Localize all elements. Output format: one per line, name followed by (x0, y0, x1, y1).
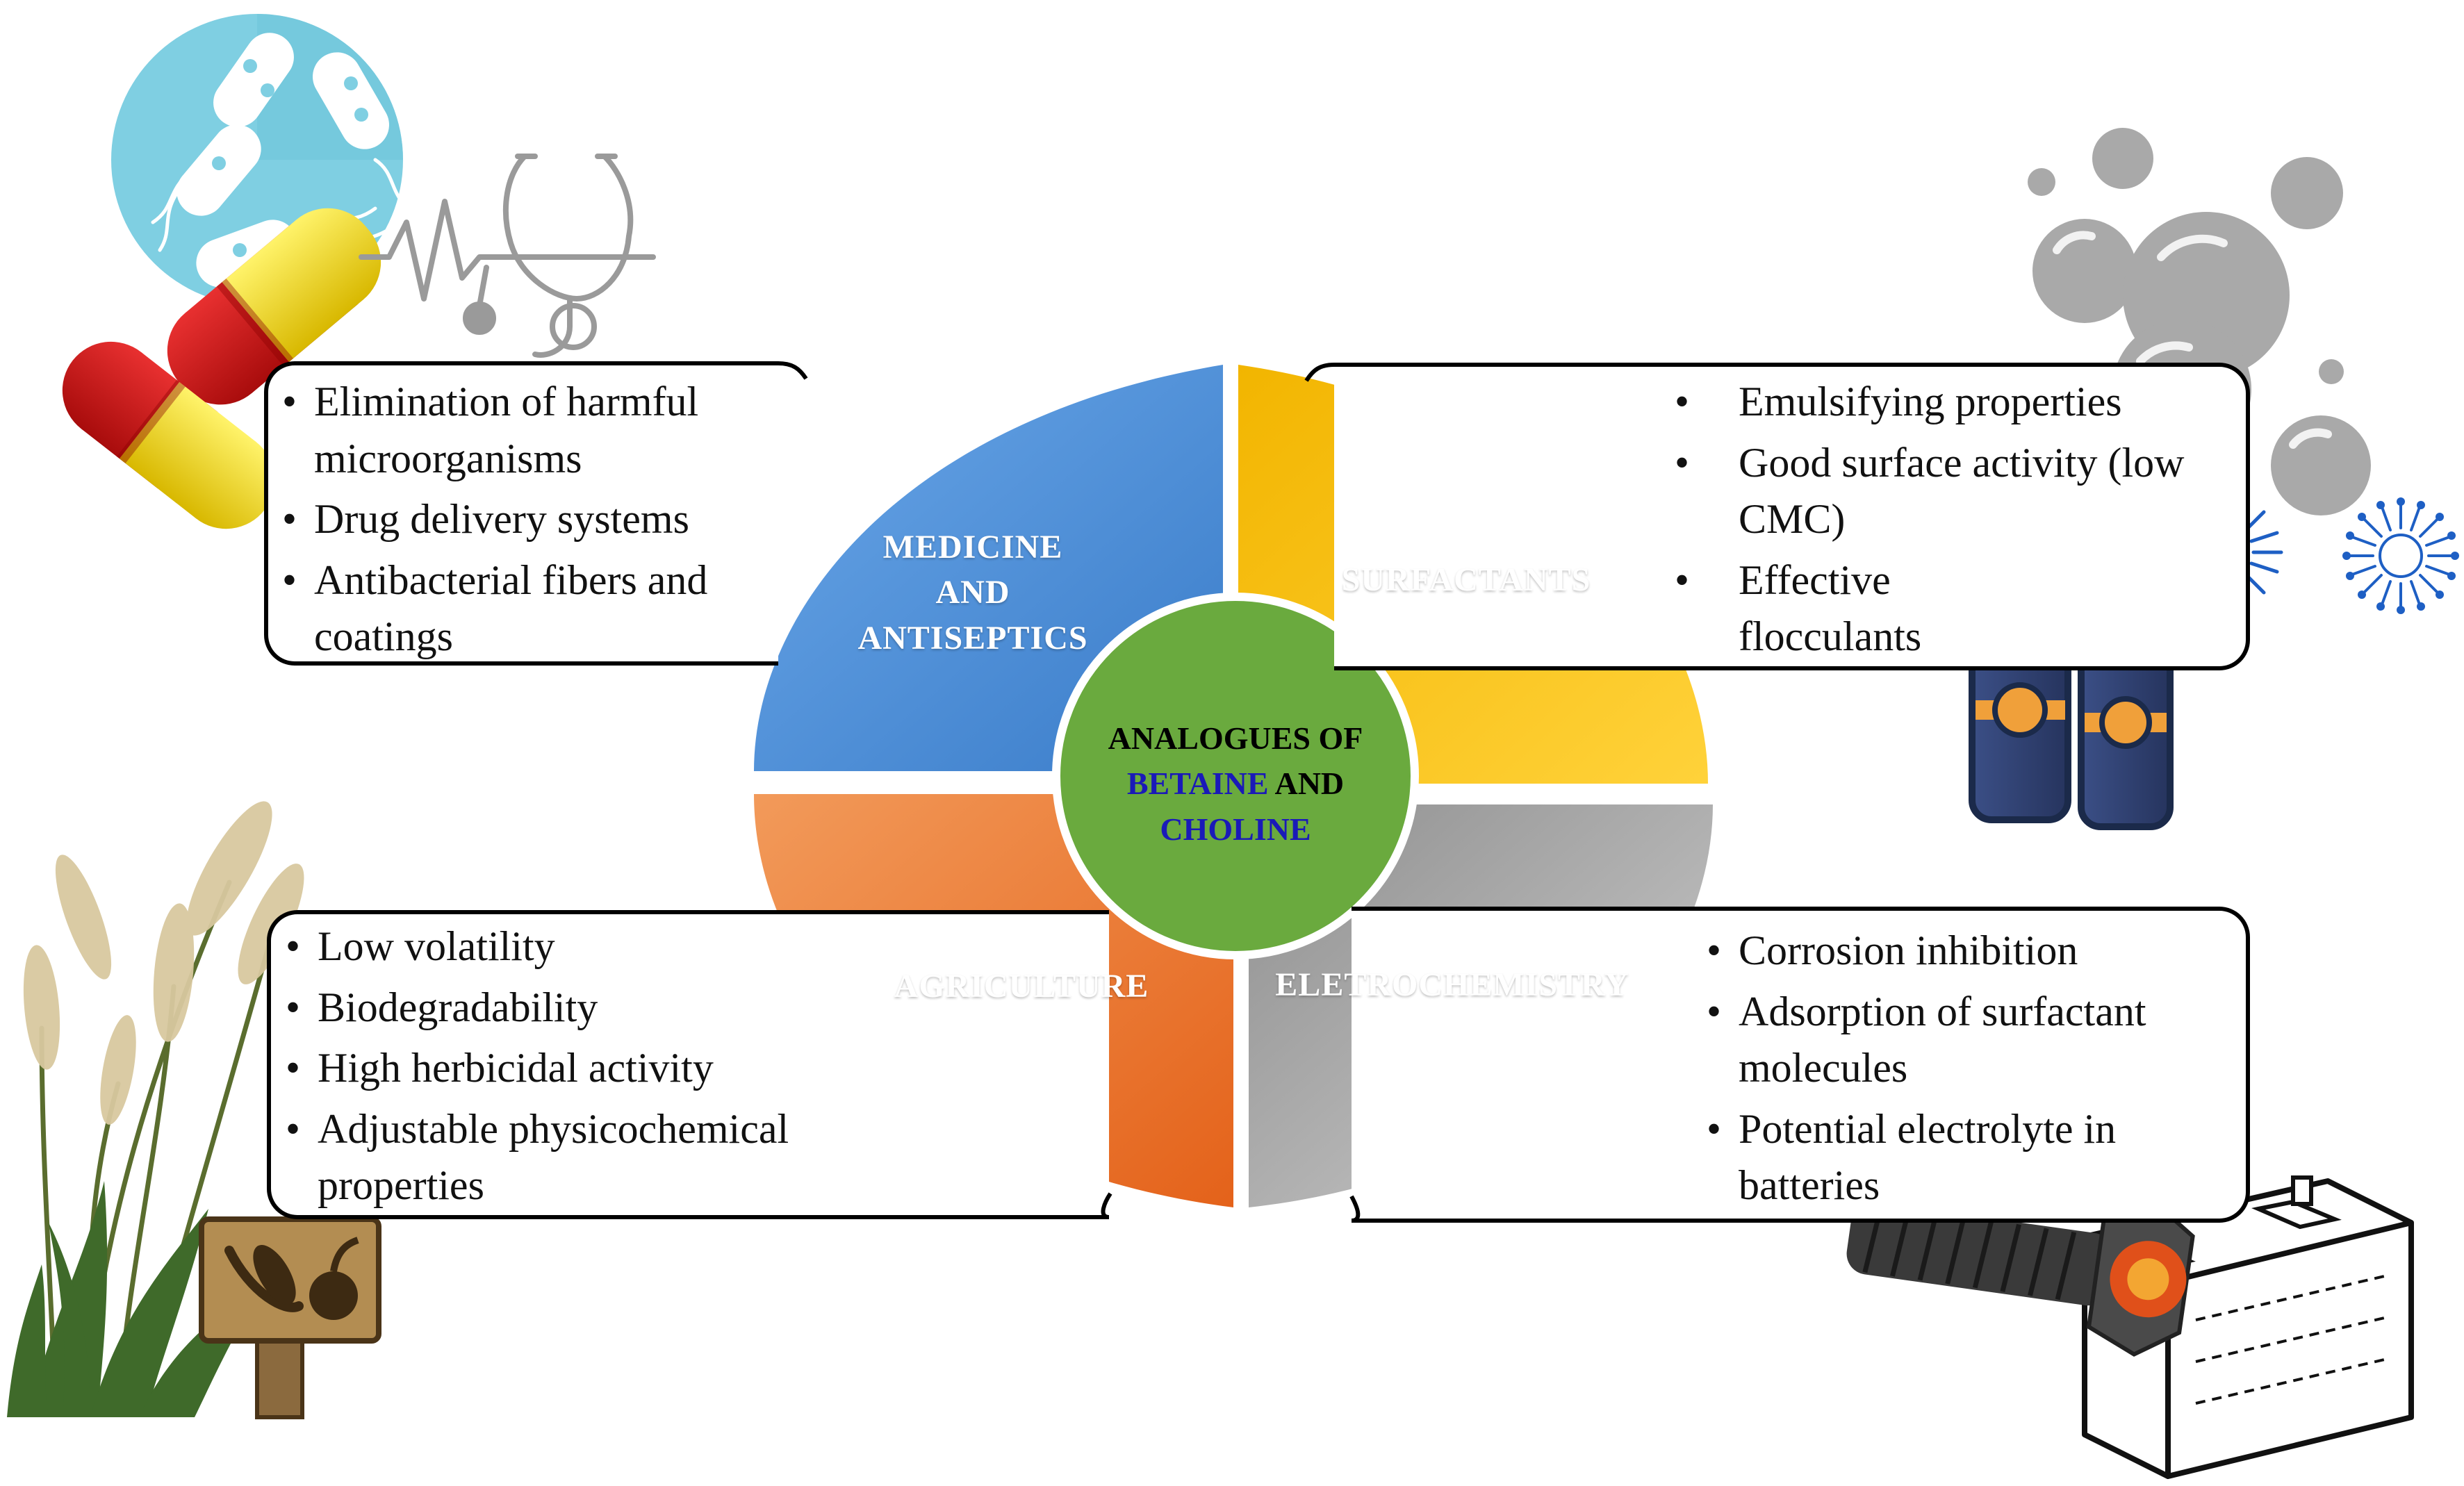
stethoscope-icon (359, 154, 656, 358)
list-item: Effective flocculants (1675, 552, 1947, 666)
list-item: Low volatility (281, 918, 837, 975)
surfactants-label: SURFACTANTS (1341, 561, 1591, 598)
agriculture-label: AGRICULTURE (894, 968, 1149, 1005)
farm-sign-icon (199, 1216, 381, 1419)
list-item: Biodegradability (281, 980, 837, 1037)
and-text: AND (1268, 766, 1345, 802)
list-item: High herbicidal activity (281, 1040, 837, 1097)
list-item: Potential electrolyte in batteries (1702, 1101, 2217, 1214)
medicine-label: MEDICINE AND ANTISEPTICS (827, 525, 1119, 661)
list-item: Adsorption of surfactant molecules (1702, 984, 2217, 1097)
center-label: ANALOGUES OF BETAINE AND CHOLINE (1062, 716, 1409, 852)
bolt-icon (1846, 1200, 2195, 1357)
capsule-icon (62, 208, 381, 529)
list-item: Antibacterial fibers and coatings (278, 552, 764, 666)
list-item: Emulsifying properties (1675, 374, 2251, 431)
bacteria-icon (111, 14, 412, 306)
choline-text: CHOLINE (1160, 811, 1311, 847)
electrochemistry-label: ELETROCHEMISTRY (1275, 966, 1629, 1003)
medicine-label-line: ANTISEPTICS (857, 619, 1088, 657)
list-item: Good surface activity (low CMC) (1675, 435, 2251, 548)
betaine-text: BETAINE (1126, 766, 1269, 802)
medicine-label-line: MEDICINE (882, 529, 1063, 565)
list-item: Adjustable physicochemical properties (281, 1101, 818, 1214)
list-item: Drug delivery systems (278, 491, 764, 548)
center-label-line1: ANALOGUES OF (1108, 720, 1363, 756)
center-circle (1052, 593, 1419, 959)
list-item: Corrosion inhibition (1702, 923, 2217, 980)
agriculture-list: Low volatility Biodegradability High her… (281, 918, 837, 1219)
list-item: Elimination of harmful microorganisms (278, 374, 764, 487)
medicine-label-line: AND (935, 574, 1010, 611)
medicine-list: Elimination of harmful microorganisms Dr… (278, 374, 764, 670)
surfactants-list: Emulsifying properties Good surface acti… (1675, 374, 2251, 670)
electrochemistry-list: Corrosion inhibition Adsorption of surfa… (1702, 923, 2217, 1219)
center-label-line2: BETAINE AND (1062, 761, 1409, 806)
